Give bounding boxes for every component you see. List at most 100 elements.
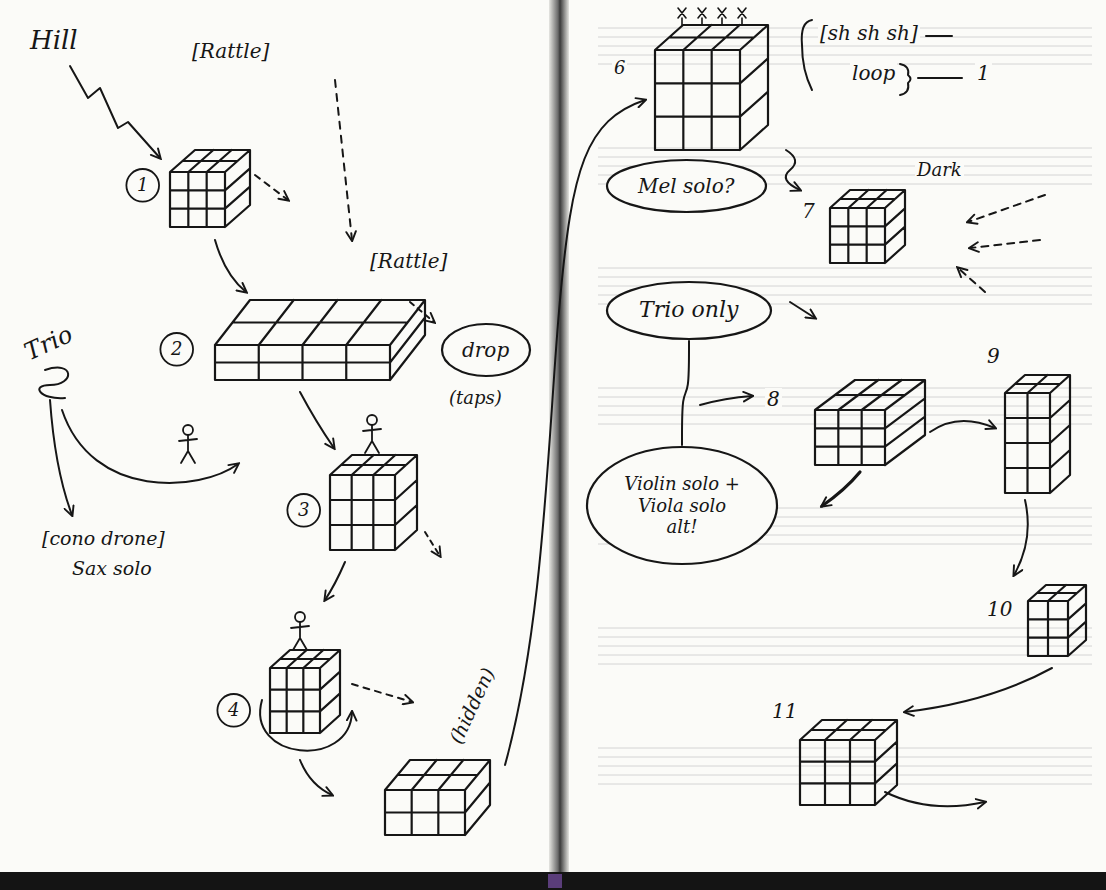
oval-line bbox=[607, 282, 771, 339]
oval-note: Trio only bbox=[605, 280, 773, 341]
staff-line bbox=[598, 415, 1092, 416]
connector-line bbox=[682, 341, 689, 445]
sound-cue: [Rattle] bbox=[190, 40, 271, 63]
scaffold-cube bbox=[800, 720, 897, 805]
performer-marks bbox=[678, 8, 746, 25]
sound-cue: [sh sh sh] bbox=[818, 22, 920, 45]
flow-arrow bbox=[50, 400, 72, 515]
flow-arrow bbox=[885, 792, 985, 806]
staff-line bbox=[598, 268, 1092, 269]
callout-number: 10 bbox=[985, 598, 1014, 621]
scaffold-cube bbox=[830, 190, 905, 263]
callout-number: 1 bbox=[975, 62, 992, 85]
figure-body bbox=[363, 425, 381, 453]
staff-line bbox=[598, 397, 1092, 398]
note-text: drop bbox=[462, 338, 509, 362]
note-text: Mel solo? bbox=[638, 174, 735, 198]
staff-line bbox=[598, 655, 1092, 656]
flow-arrow bbox=[1014, 500, 1028, 575]
callout-number: 7 bbox=[800, 200, 817, 223]
dashed-arrow bbox=[410, 302, 434, 322]
sound-cue: [cono drone] bbox=[40, 528, 167, 550]
scaffold-cube bbox=[1028, 585, 1086, 656]
oval-note: Violin solo + Viola solo alt! bbox=[585, 445, 779, 566]
light-arrow bbox=[970, 240, 1040, 248]
staff-line bbox=[598, 64, 1092, 65]
staff-line bbox=[598, 766, 1092, 767]
number-circle bbox=[126, 169, 159, 202]
flow-arrow bbox=[215, 240, 246, 292]
staff-line bbox=[598, 664, 1092, 665]
scaffold-cube bbox=[330, 455, 417, 550]
scaffold-cube bbox=[270, 650, 340, 733]
scaffold-cubes bbox=[170, 25, 1086, 835]
figure-body bbox=[291, 622, 309, 650]
circling-arrow bbox=[260, 700, 352, 751]
flow-arrow bbox=[822, 472, 860, 506]
figure-body bbox=[179, 435, 197, 463]
figure-head bbox=[295, 612, 305, 622]
flow-arrow bbox=[300, 392, 334, 448]
light-arrow bbox=[958, 268, 985, 292]
sketch-arrows bbox=[39, 20, 1052, 806]
squiggle-arrow bbox=[786, 150, 800, 190]
number-circle bbox=[160, 333, 193, 366]
number-circle bbox=[287, 494, 320, 527]
staff-line bbox=[598, 757, 1092, 758]
wind-arrow bbox=[70, 66, 160, 158]
oval-line bbox=[587, 447, 777, 564]
oval-line bbox=[442, 324, 530, 376]
scaffold-cube bbox=[815, 380, 925, 465]
note-text: Violin solo + Viola solo alt! bbox=[623, 473, 741, 538]
flow-arrow bbox=[300, 760, 332, 795]
gutter bbox=[549, 0, 569, 872]
scaffold-cube bbox=[655, 25, 768, 150]
figure-head bbox=[183, 425, 193, 435]
callout-number: 6 bbox=[612, 58, 627, 79]
staff-line bbox=[598, 424, 1092, 425]
ribbon bbox=[548, 874, 562, 888]
staff-line bbox=[598, 148, 1092, 149]
scaffold-cube bbox=[1005, 375, 1070, 493]
staff-line bbox=[598, 637, 1092, 638]
sound-note: (taps) bbox=[447, 388, 504, 409]
solo-note: Sax solo bbox=[70, 558, 154, 580]
scaffold-cube bbox=[215, 300, 425, 380]
staff-line bbox=[598, 55, 1092, 56]
sound-cue: [Rattle] bbox=[368, 250, 449, 273]
figure-head bbox=[367, 415, 377, 425]
callout-number: 9 bbox=[985, 345, 1002, 368]
callout-number: 4 bbox=[226, 700, 241, 721]
staff-line bbox=[598, 646, 1092, 647]
staff-line bbox=[598, 748, 1092, 749]
callout-number: 3 bbox=[296, 500, 311, 521]
dashed-arrow bbox=[352, 684, 412, 702]
flow-arrow bbox=[905, 668, 1052, 712]
flow-arrow bbox=[790, 302, 815, 318]
staff-line bbox=[598, 46, 1092, 47]
callout-number: 8 bbox=[765, 388, 782, 411]
light-arrow bbox=[968, 195, 1045, 222]
dashed-arrow bbox=[255, 175, 288, 200]
staff-line bbox=[598, 775, 1092, 776]
note-text: Trio only bbox=[639, 297, 738, 323]
flow-arrow bbox=[930, 421, 995, 432]
loop-note: loop bbox=[850, 62, 897, 85]
flow-arrow bbox=[62, 410, 238, 483]
squiggle bbox=[39, 368, 68, 399]
performer-figures bbox=[179, 415, 381, 650]
place-name: Hill bbox=[28, 26, 80, 56]
dash bbox=[926, 35, 952, 37]
oval-note: drop bbox=[440, 322, 532, 378]
dashed-line bbox=[335, 80, 352, 240]
flow-arrow bbox=[700, 396, 752, 405]
brace bbox=[802, 20, 812, 90]
dash bbox=[918, 77, 962, 79]
number-circle bbox=[217, 694, 250, 727]
scaffold-cube bbox=[385, 760, 490, 835]
dashed-arrow bbox=[425, 532, 440, 556]
